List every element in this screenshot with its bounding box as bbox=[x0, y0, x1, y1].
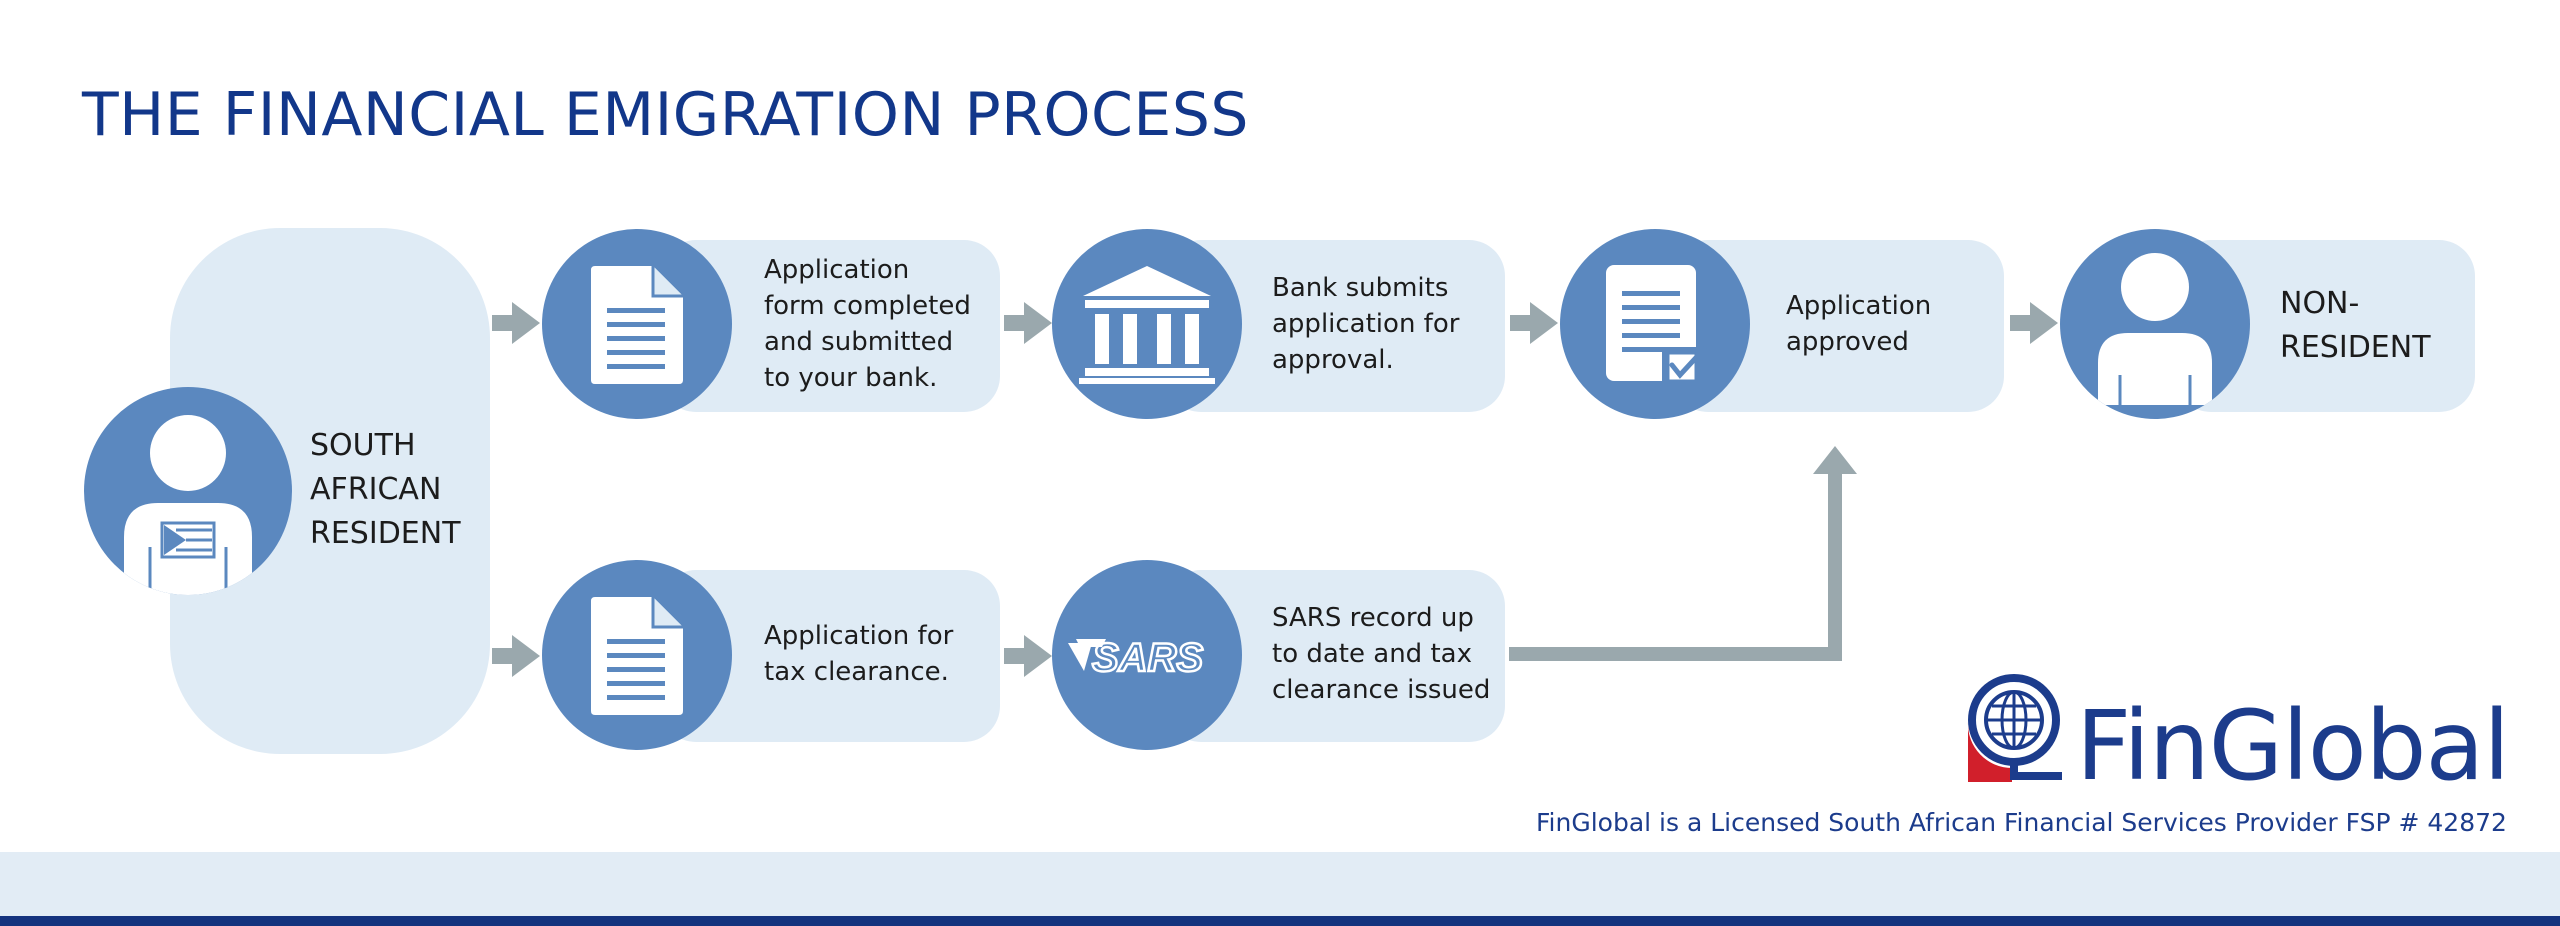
document-icon bbox=[542, 229, 732, 419]
step-label-line: approval. bbox=[1272, 345, 1394, 375]
person-icon bbox=[2060, 229, 2250, 419]
step-label-line: SARS record up bbox=[1272, 603, 1474, 633]
step-label-line: to your bank. bbox=[764, 363, 938, 393]
step-form-label: Application form completed and submitted… bbox=[764, 252, 971, 396]
arrow-right-icon bbox=[492, 635, 540, 677]
finglobal-globe-logo bbox=[1967, 674, 2062, 782]
document-icon bbox=[542, 560, 732, 750]
start-label-line: SOUTH bbox=[310, 428, 416, 463]
step-sars-label: SARS record up to date and tax clearance… bbox=[1272, 600, 1490, 708]
step-label-line: tax clearance. bbox=[764, 657, 949, 687]
step-label-line: Application for bbox=[764, 621, 954, 651]
finglobal-logo-text: FinGlobal bbox=[2076, 690, 2510, 802]
step-tax-label: Application for tax clearance. bbox=[764, 618, 953, 690]
step-non-resident-label: NON- RESIDENT bbox=[2280, 282, 2431, 370]
step-label-line: form completed bbox=[764, 291, 971, 321]
arrow-right-icon bbox=[1004, 302, 1052, 344]
elbow-arrow-icon bbox=[1509, 446, 1857, 661]
bank-icon bbox=[1052, 229, 1242, 419]
arrow-right-icon bbox=[1004, 635, 1052, 677]
step-label-line: Bank submits bbox=[1272, 273, 1449, 303]
footer-line bbox=[0, 916, 2560, 926]
arrow-right-icon bbox=[2010, 302, 2058, 344]
start-label-line: RESIDENT bbox=[310, 516, 461, 551]
arrow-right-icon bbox=[492, 302, 540, 344]
step-label-line: Application bbox=[1786, 291, 1932, 321]
step-approved-label: Application approved bbox=[1786, 288, 1931, 360]
step-label-line: NON- bbox=[2280, 286, 2360, 321]
arrow-right-icon bbox=[1510, 302, 1558, 344]
step-label-line: to date and tax bbox=[1272, 639, 1472, 669]
person-with-flag-icon bbox=[84, 387, 292, 595]
step-label-line: Application bbox=[764, 255, 910, 285]
step-label-line: clearance issued bbox=[1272, 675, 1491, 705]
sars-logo: SARS bbox=[1052, 560, 1242, 750]
license-note: FinGlobal is a Licensed South African Fi… bbox=[1536, 808, 2507, 837]
sars-logo-text: SARS bbox=[1092, 636, 1203, 680]
step-bank-label: Bank submits application for approval. bbox=[1272, 270, 1459, 378]
page-title: THE FINANCIAL EMIGRATION PROCESS bbox=[82, 80, 1250, 150]
footer-band bbox=[0, 852, 2560, 916]
step-label-line: RESIDENT bbox=[2280, 330, 2431, 365]
approved-document-icon bbox=[1560, 229, 1750, 419]
step-label-line: approved bbox=[1786, 327, 1909, 357]
step-label-line: application for bbox=[1272, 309, 1460, 339]
start-label-line: AFRICAN bbox=[310, 472, 442, 507]
step-label-line: and submitted bbox=[764, 327, 954, 357]
start-label: SOUTH AFRICAN RESIDENT bbox=[310, 424, 461, 556]
